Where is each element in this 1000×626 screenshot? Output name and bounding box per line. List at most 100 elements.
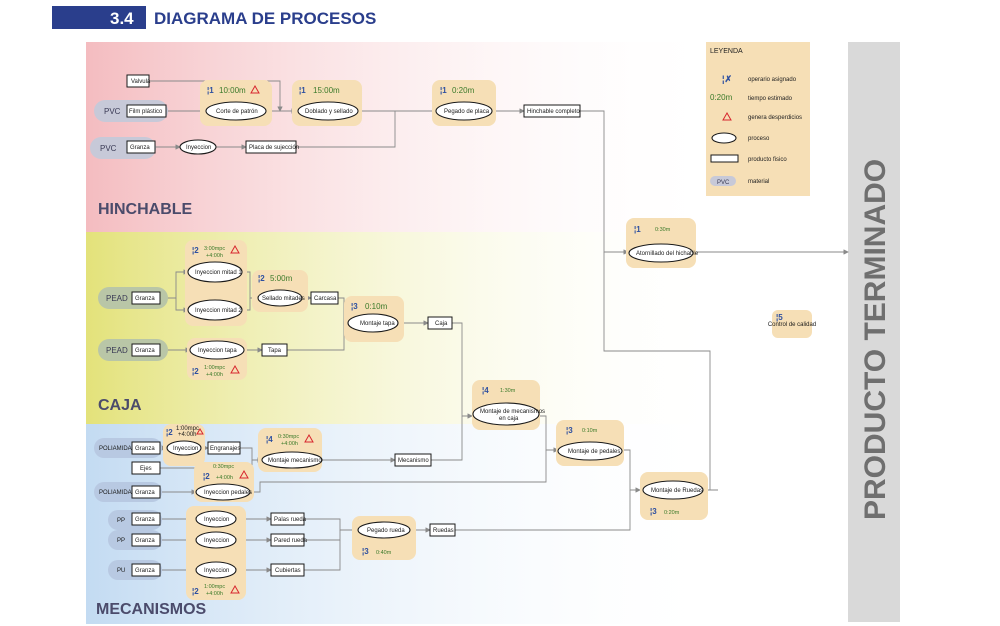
warning-icon — [250, 84, 260, 94]
process-bg-control — [772, 310, 812, 338]
process-iny-cubiertas-time: 1:00mpc — [204, 584, 225, 590]
product-granza-pa-1-label: Granza — [135, 446, 155, 452]
product-engranajes-label: Engranajes — [210, 446, 240, 452]
process-montaje-mec-caja — [472, 402, 540, 426]
process-montaje-tapa — [347, 313, 399, 333]
product-granza-pp-2 — [131, 533, 161, 547]
process-pegado-rueda — [357, 521, 411, 539]
product-granza-pead-1 — [131, 291, 161, 305]
process-sellado-label: Sellado mitades — [262, 296, 305, 302]
material-pp-1-label: PP — [117, 518, 125, 524]
process-iny-mitad1-label: Inyeccion mitad 1 — [195, 270, 242, 276]
process-control-label: Control de calidad — [768, 322, 816, 328]
legend-product-label: producto fisico — [748, 157, 787, 163]
product-cubiertas-label: Cubiertas — [275, 568, 301, 574]
process-montaje-mec-caja-label1: Montaje de mecanismos — [480, 409, 545, 415]
warning-icon — [230, 244, 240, 254]
header-badge — [52, 6, 146, 29]
process-pegado-placa — [435, 101, 493, 121]
product-valvula-label: Valvula — [131, 79, 151, 85]
process-montaje-mecanismo-label: Montaje mecanismo — [268, 458, 322, 464]
operator-icon: ¦2 — [192, 367, 199, 376]
material-pead-2-label: PEAD — [106, 346, 128, 355]
edge — [580, 110, 629, 255]
edge — [250, 450, 547, 493]
edge — [540, 415, 559, 453]
process-iny-engranajes-time2: +4:00h — [178, 432, 197, 438]
process-montaje-tapa-time: 0:10m — [365, 302, 388, 311]
product-granza-pead-2-label: Granza — [135, 348, 155, 354]
product-granza-pead-2 — [131, 343, 161, 357]
legend-operator-label: operario asignado — [748, 77, 797, 83]
operator-icon: ¦3 — [362, 547, 369, 556]
warning-icon — [230, 364, 240, 374]
edge — [296, 111, 396, 148]
product-ruedas-label: Ruedas — [433, 528, 454, 534]
legend: LEYENDA ¦✗ operario asignado 0:20m tiemp… — [706, 42, 810, 196]
process-pegado-rueda-label: Pegado rueda — [367, 528, 405, 534]
edge — [603, 252, 711, 490]
operator-icon: ¦3 — [566, 426, 573, 435]
legend-material-icon — [710, 176, 736, 186]
legend-time-label: tiempo estimado — [748, 96, 793, 102]
process-pegado-placa-label: Pegado de placa — [444, 109, 490, 115]
process-iny-tapa-time: 1:00mpc — [204, 365, 225, 371]
process-iny-cubiertas — [195, 561, 237, 579]
product-placa-sujecion — [245, 140, 297, 154]
edge — [455, 490, 631, 531]
process-iny-engranajes — [166, 440, 202, 456]
process-montaje-tapa-label: Montaje tapa — [360, 321, 395, 327]
edge — [149, 80, 283, 112]
process-montaje-ruedas-label: Montaje de Ruedas — [651, 488, 703, 494]
edge — [304, 518, 359, 533]
process-montaje-pedales — [557, 441, 623, 461]
product-granza-pu-label: Granza — [135, 568, 155, 574]
operator-icon: ¦2 — [166, 428, 173, 437]
operator-icon: ¦1 — [440, 86, 447, 95]
product-granza-pvc-label: Granza — [130, 145, 150, 151]
process-montaje-pedales-label: Montaje de pedales — [568, 449, 620, 455]
product-granza-pp-2-label: Granza — [135, 538, 155, 544]
product-caja — [427, 316, 453, 330]
material-pead-1-label: PEAD — [106, 294, 128, 303]
product-ejes — [131, 461, 161, 475]
product-carcasa — [310, 291, 339, 305]
product-caja-label: Caja — [435, 321, 448, 327]
section-hinchable: HINCHABLE — [98, 201, 193, 218]
operator-icon: ¦1 — [207, 86, 214, 95]
process-iny-pedales-label: Inyeccion pedales — [204, 490, 252, 496]
process-montaje-mec-caja-label2: en caja — [499, 416, 519, 422]
operator-icon: ¦2 — [192, 587, 199, 596]
process-montaje-ruedas-time: 0:20m — [664, 510, 680, 516]
process-iny-tapa-time2: +4:00h — [206, 372, 223, 378]
process-iny-mitad1-time2: +4:00h — [206, 253, 223, 259]
product-pared-rueda-label: Pared rueda — [274, 538, 308, 544]
product-pared-rueda — [270, 533, 305, 547]
process-iny-cubiertas-time2: +4:00h — [206, 591, 223, 597]
process-iny-engranajes-time: 1:00mpc — [176, 426, 199, 432]
final-label: PRODUCTO TERMINADO — [859, 159, 892, 520]
process-montaje-mec-caja-time: 1:30m — [500, 388, 516, 394]
material-pu-label: PU — [117, 568, 125, 574]
warning-icon — [196, 428, 204, 435]
process-inyeccion-pvc-label: Inyeccion — [186, 145, 211, 151]
edge — [452, 322, 473, 419]
operator-icon: ¦4 — [482, 386, 489, 395]
process-iny-pared-label: Inyeccion — [204, 538, 229, 544]
process-iny-pared — [195, 531, 237, 549]
process-montaje-pedales-time: 0:10m — [582, 428, 598, 434]
legend-material-sample: PVC — [717, 180, 730, 186]
legend-operator-icon: ¦✗ — [722, 74, 732, 84]
product-granza-pa-2-label: Granza — [135, 490, 155, 496]
product-tapa — [261, 343, 288, 357]
product-tapa-label: Tapa — [268, 348, 282, 354]
operator-icon: ¦4 — [266, 435, 273, 444]
warning-icon — [239, 469, 249, 479]
process-iny-mitad1-time: 3:00mpc — [204, 246, 225, 252]
product-engranajes — [207, 441, 241, 455]
process-iny-mitad2-label: Inyeccion mitad 2 — [195, 308, 242, 314]
section-mecanismos: MECANISMOS — [96, 601, 207, 618]
product-granza-pu — [131, 563, 161, 577]
product-granza-pa-1 — [131, 441, 161, 455]
